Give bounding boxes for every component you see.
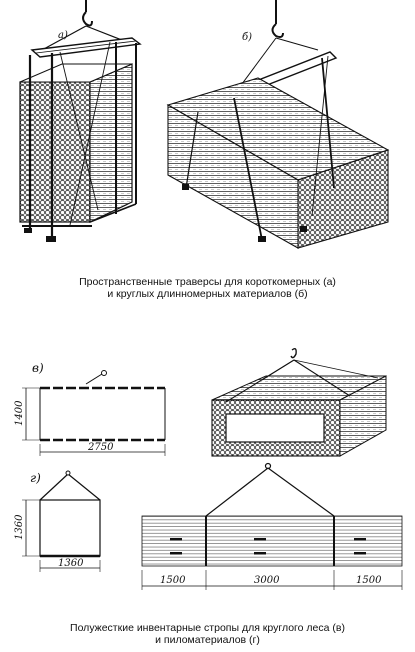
panel-g-segment-1: 1500 xyxy=(160,575,186,586)
panel-b-label: б) xyxy=(242,32,252,43)
panel-v-width-dim: 2750 xyxy=(87,442,114,453)
panel-g-height-dim: 1360 xyxy=(14,514,25,540)
caption-bottom: Полужесткие инвентарные стропы для кругл… xyxy=(0,622,415,646)
panel-g-label: г) xyxy=(30,471,41,485)
panel-g-lumber-stack xyxy=(141,462,403,590)
panel-b-beam-with-long-logs xyxy=(166,0,390,249)
panel-v-height-dim: 1400 xyxy=(14,400,25,426)
panel-a-beam-with-logs xyxy=(19,0,142,242)
panel-g-width-dim: 1360 xyxy=(58,558,84,569)
panel-v-sling-schematic xyxy=(22,370,166,456)
panel-g-sling-schematic xyxy=(22,470,101,572)
panel-v-label: в) xyxy=(32,361,44,375)
panel-g-segment-2: 3000 xyxy=(254,575,280,586)
caption-top: Пространственные траверсы для короткомер… xyxy=(0,276,415,300)
panel-a-label: a) xyxy=(58,30,68,41)
caption-bottom-line1: Полужесткие инвентарные стропы для кругл… xyxy=(70,622,345,634)
panel-g-segment-3: 1500 xyxy=(356,575,382,586)
caption-bottom-line2: и пиломатериалов (г) xyxy=(155,634,260,646)
caption-top-line1: Пространственные траверсы для короткомер… xyxy=(79,276,336,288)
panel-v-log-bundle xyxy=(211,347,387,457)
caption-top-line2: и круглых длинномерных материалов (б) xyxy=(107,288,308,300)
